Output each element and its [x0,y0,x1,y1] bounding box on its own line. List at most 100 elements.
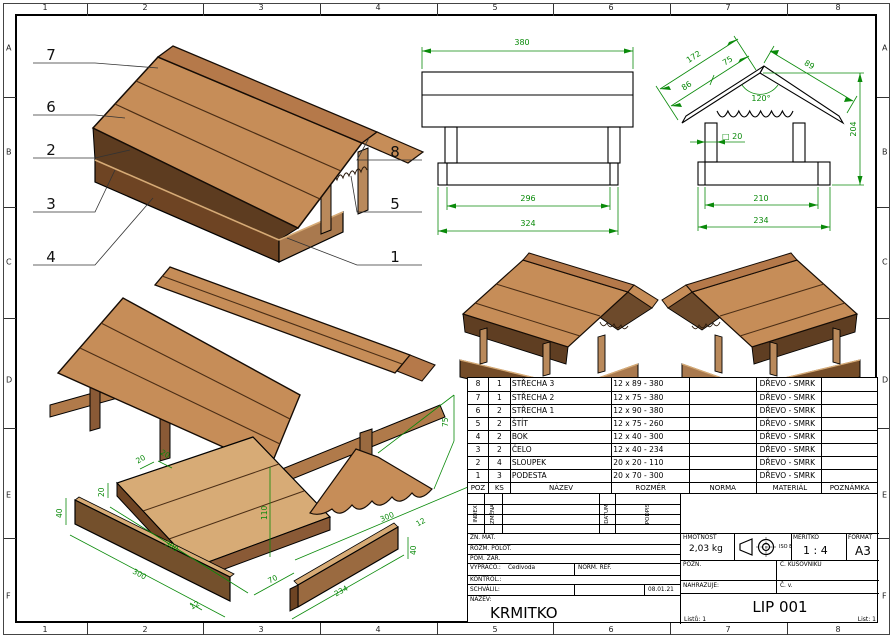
zone-tick [4,207,16,208]
cell-rozmer: 12 x 75 - 380 [612,392,690,404]
zone-tick [877,207,889,208]
dimension-label: 234 [753,216,768,225]
header-poz: POZ [468,483,489,494]
cell-poznamka [822,470,877,482]
label-hmotnost: HMOTNOST [683,535,717,541]
cell-ks: 1 [489,392,511,404]
dimension-label: 172 [685,49,703,65]
cell-rozmer: 12 x 90 - 380 [612,405,690,417]
cell-nazev: BOK [511,431,613,443]
dimension-label: 20 [159,448,172,461]
label-list: List: 1 [857,616,876,623]
zone-tick [877,318,889,319]
exploded-isometric-view: 20 20 110 20 40 300 70 300 12 234 40 12 … [49,266,469,620]
callout-leader [33,114,126,119]
label-meritko: MĚŘÍTKO [793,535,819,541]
row-pozn: POZN. Č. KUSOVNÍKU [681,561,879,581]
zone-col-label: 4 [375,3,381,12]
zone-tick [203,4,204,16]
dimension-label: 300 [131,567,148,582]
cell-material: DŘEVO - SMRK [757,444,823,456]
callout-number: 3 [46,195,56,213]
row-schvalil: SCHVÁLIL: 08.01.21 [468,585,681,596]
zone-col-label: 7 [725,3,731,12]
cell-poz: 6 [468,405,489,417]
callout-leader [33,197,154,266]
dimension-label: 75 [721,54,734,67]
cell-ks: 2 [489,431,511,443]
header-rozmer: ROZMĚR [612,483,690,494]
dimension-label: 89 [803,58,816,71]
row-nazev: NÁZEV: KRMITKO [468,596,681,624]
row-drawing-number: LIP 001 Listů: 1 List: 1 [681,594,879,624]
dimension-label: 40 [55,508,64,518]
callout-number: 8 [390,143,400,161]
scallop-trim [716,109,794,118]
drawing-title: KRMITKO [490,604,558,622]
cell-poznamka [822,457,877,469]
zone-tick [87,4,88,16]
table-row: 2 4 SLOUPEK 20 x 20 - 110 DŘEVO - SMRK [468,456,877,469]
parts-list-rows: 8 1 STŘECHA 3 12 x 89 - 380 DŘEVO - SMRK… [468,378,877,482]
table-row: 3 2 ČELO 12 x 40 - 234 DŘEVO - SMRK [468,443,877,456]
dimension-label: 40 [409,545,418,555]
zone-row-label: E [882,490,888,500]
dimension-label: 70 [266,573,279,585]
dimension-label: 86 [680,79,693,92]
drawing-number: LIP 001 [752,598,808,616]
title-block: INDEX ZMĚNA DATUM PODPIS ZN. MAT. ROZM. … [467,493,879,624]
cell-poznamka [822,405,877,417]
dimension-label: 12 [414,516,427,529]
cell-ks: 4 [489,457,511,469]
callout-number: 1 [390,248,400,266]
assembled-isometric-view [33,45,425,266]
cell-rozmer: 12 x 75 - 260 [612,418,690,430]
zone-row-label: A [882,43,888,53]
gable-post [357,147,369,215]
table-row: 1 3 PODESTA 20 x 70 - 300 DŘEVO - SMRK [468,469,877,482]
dimension-label: 210 [753,194,768,203]
cell-poz: 3 [468,444,489,456]
cell-rozmer: 20 x 70 - 300 [612,470,690,482]
label-listu: Listů: 1 [684,616,707,623]
cell-nazev: PODESTA [511,470,613,482]
drawing-frame [15,14,877,623]
zone-col-label: 7 [725,625,731,634]
cell-rozmer: 12 x 40 - 300 [612,431,690,443]
label-index: INDEX [473,505,479,523]
cell-rozmer: 12 x 40 - 234 [612,444,690,456]
callout-number: 2 [46,141,56,159]
zone-row-label: A [6,43,12,53]
zone-row-label: C [6,257,12,267]
zone-tick [4,538,16,539]
revision-table: INDEX ZMĚNA DATUM PODPIS [468,494,681,534]
zone-col-label: 2 [142,625,148,634]
row-properties: HMOTNOST 2,03 kg ISO E MĚŘÍTKO 1 : 4 FOR… [681,534,879,561]
cell-material: DŘEVO - SMRK [757,470,823,482]
cell-nazev: SLOUPEK [511,457,613,469]
zone-tick [203,623,204,635]
cell-norma [690,457,757,469]
dimension-label: 204 [849,121,858,136]
zone-tick [787,623,788,635]
zone-tick [437,4,438,16]
label-datum: DATUM [604,504,610,524]
label-nahrazuje: NAHRAZUJE: [683,583,719,589]
cell-ks: 2 [489,405,511,417]
title-block-right: HMOTNOST 2,03 kg ISO E MĚŘÍTKO 1 : 4 FOR… [681,494,879,624]
table-row: 7 1 STŘECHA 2 12 x 75 - 380 DŘEVO - SMRK [468,391,877,404]
cell-poz: 1 [468,470,489,482]
label-kontrol: KONTROL.: [468,576,681,585]
callout-number: 7 [46,46,56,64]
zone-row-label: E [6,490,12,500]
stit-piece [309,448,433,515]
dimension-label: 20 [134,453,147,466]
label-nazev: NÁZEV: [470,597,492,603]
zone-tick [670,4,671,16]
table-row: 6 2 STŘECHA 1 12 x 90 - 380 DŘEVO - SMRK [468,404,877,417]
cell-poznamka [822,378,877,391]
dimension-label: 120° [751,94,770,103]
zone-col-label: 6 [608,3,614,12]
projection-symbol-icon [739,537,776,557]
zone-col-label: 5 [492,3,498,12]
